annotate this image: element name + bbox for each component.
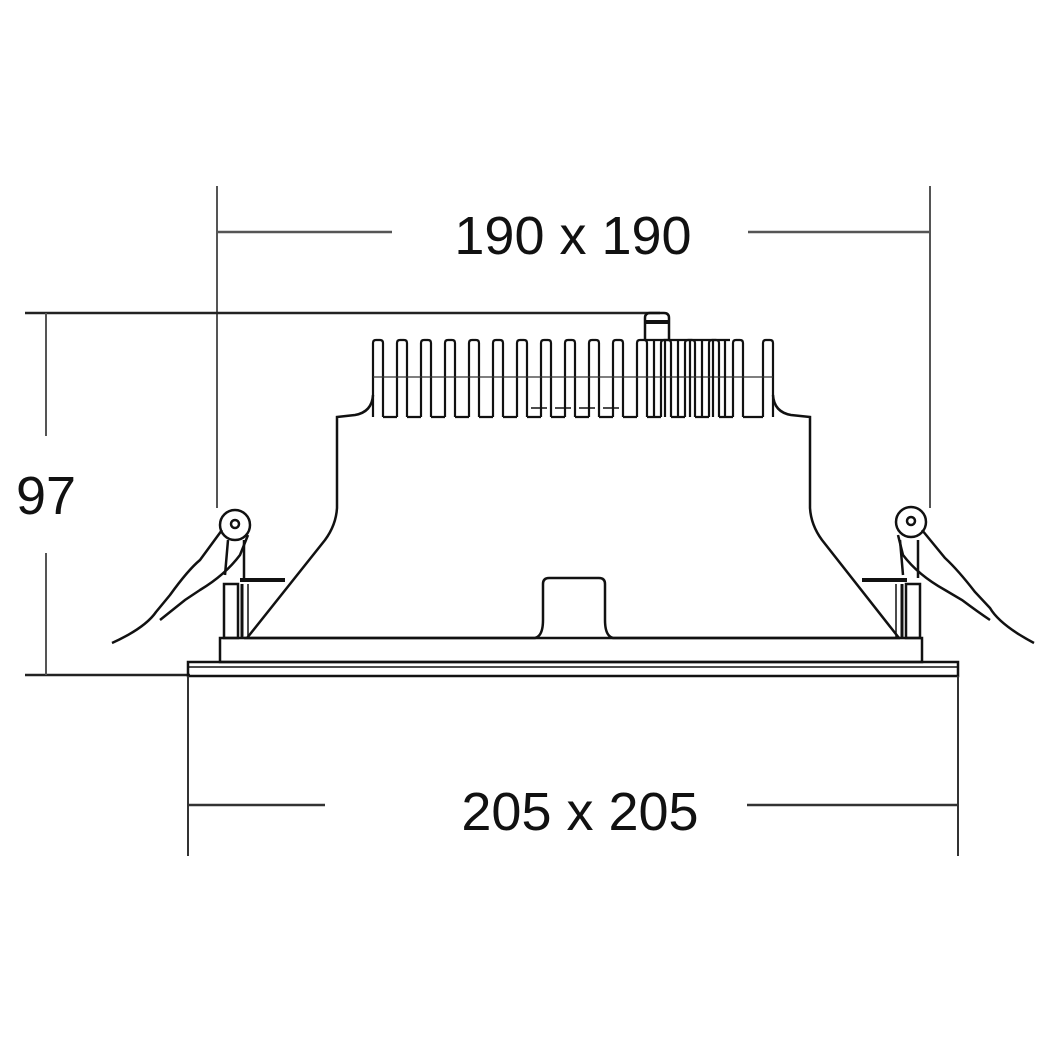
top-width-dimension: 190 x 190 [216,186,931,508]
top-width-label: 190 x 190 [454,206,691,266]
height-label: 97 [16,466,76,526]
height-dimension: 97 [16,311,660,677]
bottom-width-dimension: 205 x 205 [187,676,959,856]
bottom-width-label: 205 x 205 [461,782,698,842]
base-plate [218,636,924,664]
cable-gland [643,311,671,340]
heatsink-fins-dense [646,338,730,417]
bezel-trim [186,660,960,678]
spring-clip-left [111,508,285,645]
spring-clip-right [862,505,1035,645]
housing-body [244,394,900,640]
